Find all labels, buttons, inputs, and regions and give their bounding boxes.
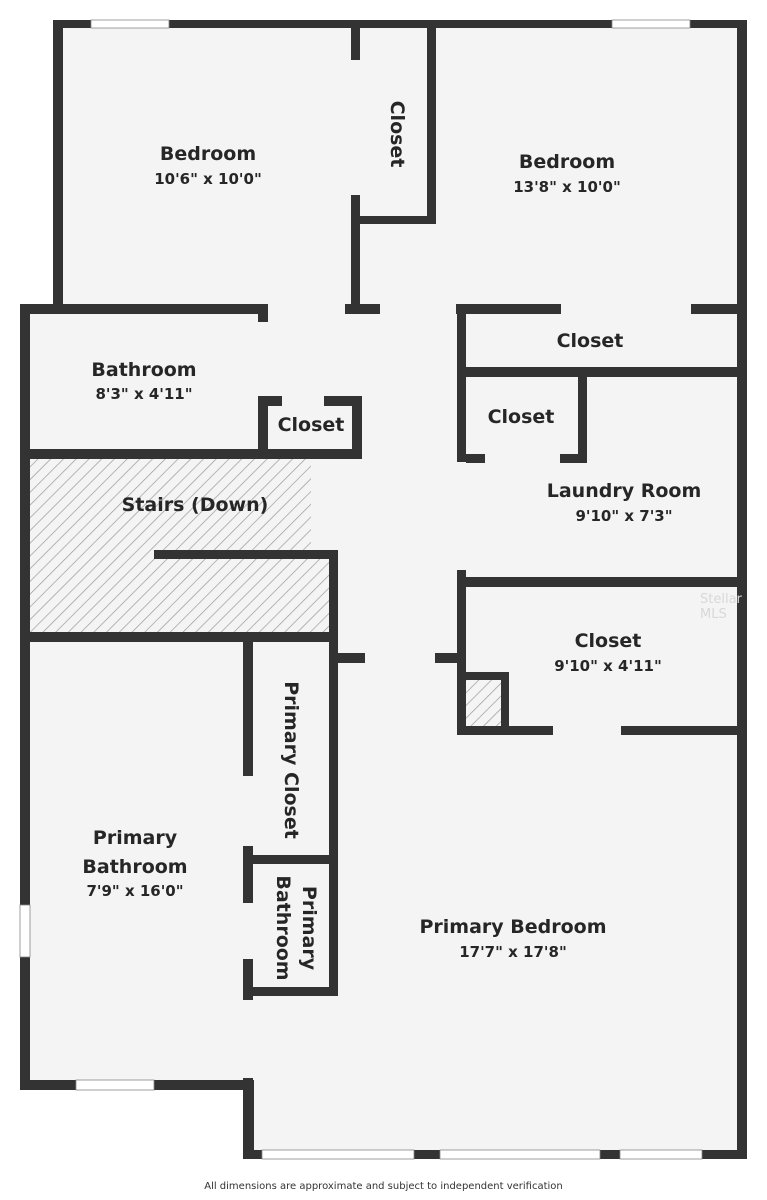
- stairs-name: Stairs (Down): [122, 494, 269, 516]
- bathroom-dims: 8'3" x 4'11": [95, 385, 192, 403]
- laundry-name: Laundry Room: [547, 480, 702, 502]
- disclaimer: All dimensions are approximate and subje…: [204, 1181, 563, 1192]
- primary-bathroom-dims: 7'9" x 16'0": [86, 882, 183, 900]
- primary-bedroom-dims: 17'7" x 17'8": [459, 943, 567, 961]
- closet-right-top-name: Closet: [557, 330, 624, 352]
- watermark: Stellar MLS: [700, 592, 742, 622]
- closet-laundry-name: Closet: [488, 406, 555, 428]
- primary-closet-name: Primary Closet: [280, 681, 302, 839]
- floor-area: [24, 24, 742, 1154]
- primary-wc-name-2: Bathroom: [272, 875, 294, 980]
- stairs-hatch: [28, 456, 504, 726]
- bedroom-left-dims: 10'6" x 10'0": [154, 170, 262, 188]
- primary-bathroom-name-2: Bathroom: [82, 856, 187, 878]
- primary-wc-name-1: Primary: [298, 886, 320, 971]
- bedroom-right-dims: 13'8" x 10'0": [513, 178, 621, 196]
- bedroom-right-name: Bedroom: [519, 151, 615, 173]
- closet-top-name: Closet: [386, 101, 408, 168]
- closet-right-mid-dims: 9'10" x 4'11": [554, 657, 662, 675]
- primary-bedroom-name: Primary Bedroom: [419, 916, 606, 938]
- closet-small-name: Closet: [278, 414, 345, 436]
- openings: [19, 19, 703, 1160]
- closet-right-mid-name: Closet: [575, 630, 642, 652]
- primary-bathroom-name-1: Primary: [93, 827, 178, 849]
- bedroom-left-name: Bedroom: [160, 143, 256, 165]
- laundry-dims: 9'10" x 7'3": [575, 507, 672, 525]
- bathroom-name: Bathroom: [91, 359, 196, 381]
